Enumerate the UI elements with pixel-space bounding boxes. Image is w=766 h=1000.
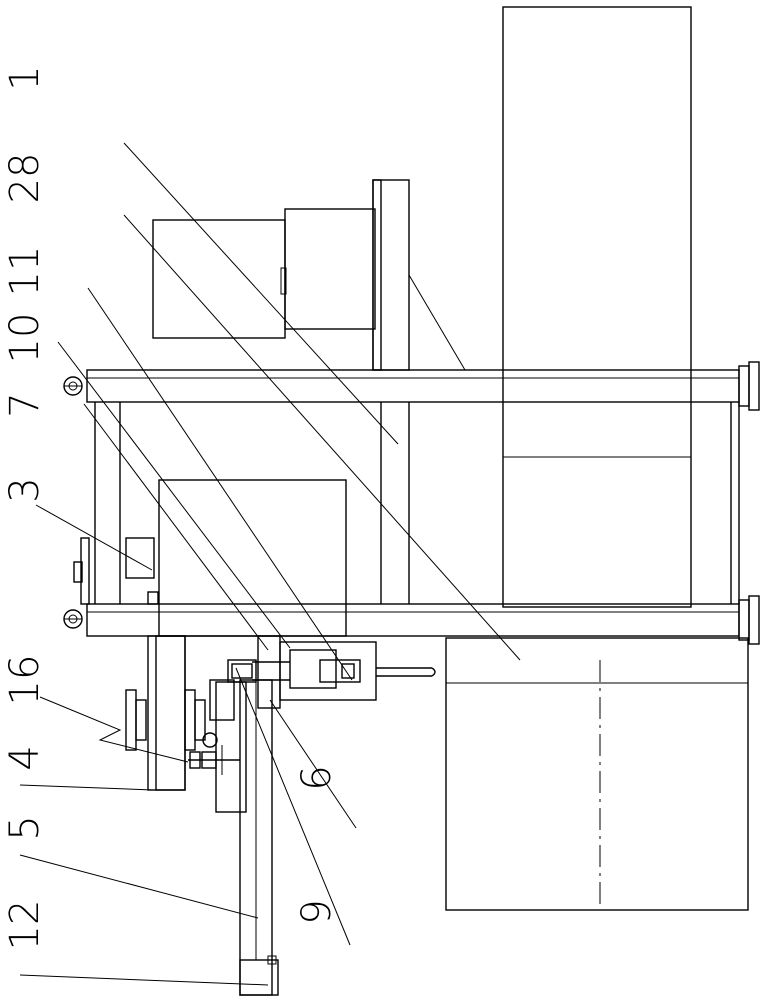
central-box [159,480,346,636]
bracket [74,538,158,604]
label-11: 11 [2,246,48,297]
upper-cabinet [503,7,691,607]
motor-housing [153,209,375,338]
label-7: 7 [2,392,48,417]
lower-cabinet [446,638,748,910]
label-12: 12 [2,900,48,951]
label-1: 1 [2,65,48,90]
arm [148,636,185,790]
label-28: 28 [2,153,48,204]
label-9: 9 [294,899,340,924]
callout-labels: 1 28 11 10 7 3 16 4 5 12 6 9 [2,65,340,950]
label-3: 3 [2,477,48,502]
label-5: 5 [2,815,48,840]
label-10: 10 [2,313,48,364]
label-6: 6 [294,765,340,790]
caster-wheels [64,377,82,628]
main-frame [87,370,739,636]
mounting-plate [373,180,465,370]
label-16: 16 [2,655,48,706]
adjusting-screw [126,690,240,775]
label-4: 4 [2,745,48,770]
leveling-feet [739,362,759,644]
